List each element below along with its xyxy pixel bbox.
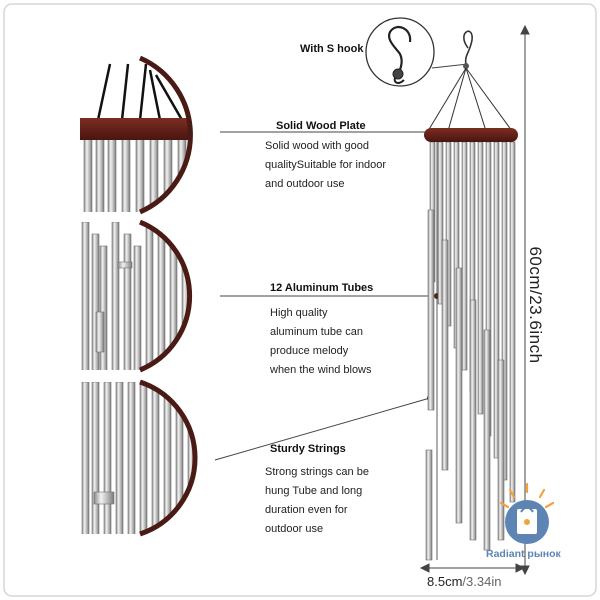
wind-chime [424, 30, 518, 561]
zoom-arc-2 [139, 219, 193, 373]
chime-tube [425, 449, 433, 561]
tube [83, 137, 93, 212]
section-title-wood: Solid Wood Plate [276, 120, 366, 132]
zoom-arc-3 [139, 379, 198, 537]
section-line: outdoor use [265, 523, 324, 535]
section-line: Solid wood with good [265, 140, 369, 152]
tube [145, 222, 154, 370]
tube [111, 222, 120, 370]
tube-end [95, 311, 105, 353]
chime-tube [497, 359, 505, 541]
tube [107, 137, 117, 212]
section-line: Strong strings can be [265, 466, 369, 478]
zoom-strings [81, 382, 207, 542]
tube [200, 382, 207, 542]
hook-label: With S hook [300, 43, 364, 55]
section-line: qualitySuitable for indoor [265, 159, 387, 171]
s-hook-icon [463, 30, 473, 65]
section-text-strings: Strong strings can be hung Tube and long… [265, 463, 369, 539]
width-in: 3.34in [466, 574, 502, 589]
tube [135, 137, 145, 212]
tube [103, 382, 112, 534]
chime-tube [427, 209, 435, 411]
tube [139, 382, 148, 534]
section-title-strings: Sturdy Strings [270, 443, 346, 455]
tube [81, 222, 90, 370]
height-dimension-label: 60cm/23.6inch [526, 246, 545, 364]
section-line: hung Tube and long [265, 485, 363, 497]
brand-logo [499, 482, 555, 544]
section-line: produce melody [270, 345, 349, 357]
s-hook-inset [365, 17, 469, 87]
chime-tube [483, 329, 491, 551]
section-line: when the wind blows [270, 364, 372, 376]
s-hook-icon [388, 25, 412, 77]
zoom-arc-1 [138, 55, 193, 215]
dimension-lines [419, 24, 530, 576]
section-line: aluminum tube can [270, 326, 363, 338]
tube [127, 382, 136, 534]
tube [91, 233, 100, 370]
section-line: and outdoor use [265, 178, 345, 190]
zoom-wood-plate [80, 63, 200, 218]
section-text-wood: Solid wood with good qualitySuitable for… [265, 137, 386, 194]
tube [115, 382, 124, 534]
tube [133, 245, 142, 370]
section-line: High quality [270, 307, 328, 319]
tube [206, 246, 213, 396]
tube [123, 233, 132, 370]
width-dimension-label: 8.5cm/3.34in [427, 574, 501, 589]
tube [95, 137, 105, 212]
tube-end [117, 261, 133, 269]
section-line: duration even for [265, 504, 348, 516]
tube [151, 382, 160, 534]
width-separator: / [462, 574, 467, 589]
tube [91, 382, 100, 534]
tube [192, 138, 200, 218]
zoom-tubes [81, 222, 213, 396]
chime-tube [441, 239, 449, 471]
width-cm: 8.5cm [427, 574, 463, 589]
chime-tube [509, 141, 516, 503]
tube [121, 137, 131, 212]
brand-name: Radiant рынок [486, 548, 561, 560]
tube [81, 382, 90, 534]
chime-tube [477, 141, 484, 415]
section-title-tubes: 12 Aluminum Tubes [270, 282, 374, 294]
section-text-tubes: High quality aluminum tube can produce m… [270, 304, 372, 380]
chime-tube [469, 299, 477, 541]
tube [169, 245, 178, 370]
tube [175, 382, 184, 534]
wood-plate [424, 128, 518, 142]
tube [163, 382, 172, 534]
chime-tube [461, 141, 468, 371]
tube [163, 137, 173, 212]
tube-end [93, 491, 115, 505]
chime-tube [455, 267, 463, 524]
tube [194, 234, 201, 384]
